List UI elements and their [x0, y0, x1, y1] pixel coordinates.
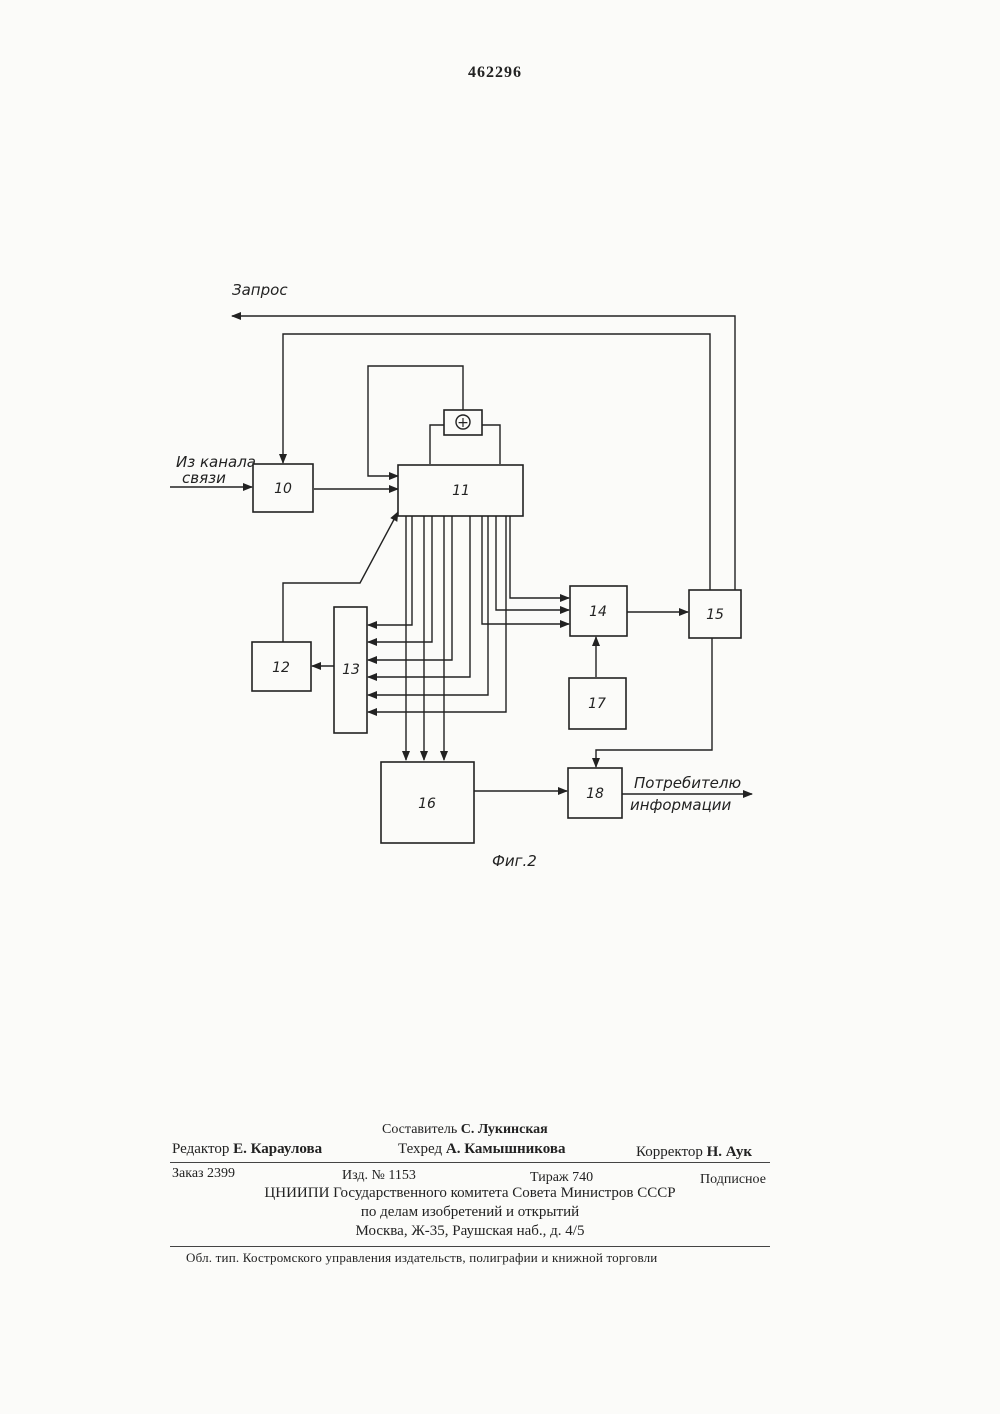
compiler-line: Составитель С. Лукинская [382, 1122, 548, 1138]
block-12-label: 12 [272, 660, 290, 676]
block-14-label: 14 [589, 604, 607, 620]
compiler-label: Составитель [382, 1122, 457, 1137]
corrector-line: Корректор Н. Аук [636, 1144, 752, 1161]
to-consumer-label-1: Потребителю [634, 774, 741, 792]
print-run: Тираж 740 [530, 1170, 593, 1186]
block-16-label: 16 [418, 796, 436, 812]
line-11-to-xor-a [430, 425, 444, 464]
block-17-label: 17 [588, 696, 606, 712]
org-line-1: ЦНИИПИ Государственного комитета Совета … [170, 1185, 770, 1202]
imprint-rule-bottom [170, 1246, 770, 1247]
corrector-label: Корректор [636, 1144, 703, 1160]
line-11-to-13-b [368, 516, 432, 642]
editor-name: Е. Караулова [233, 1141, 322, 1157]
techred-label: Техред [398, 1141, 442, 1157]
block-11-label: 11 [452, 483, 470, 499]
to-consumer-label-2: информации [630, 796, 732, 814]
xor-symbol: + [457, 415, 469, 431]
org-line-2: по делам изобретений и открытий [170, 1204, 770, 1221]
editor-line: Редактор Е. Караулова [172, 1141, 322, 1158]
from-channel-label-2: связи [182, 469, 226, 487]
request-line [232, 316, 735, 590]
line-11-to-13-f [368, 516, 506, 712]
line-11-to-13-c [368, 516, 452, 660]
org-line-3: Москва, Ж-35, Раушская наб., д. 4/5 [170, 1223, 770, 1240]
corrector-name: Н. Аук [707, 1144, 752, 1160]
block-18-label: 18 [586, 786, 604, 802]
printer-line: Обл. тип. Костромского управления издате… [186, 1250, 657, 1266]
request-label: Запрос [232, 281, 288, 299]
line-11-to-14-a [510, 516, 569, 598]
block-10-label: 10 [274, 481, 292, 497]
techred-name: А. Камышникова [446, 1141, 566, 1157]
line-11-to-14-c [482, 516, 569, 624]
order-number: Заказ 2399 [172, 1166, 235, 1182]
compiler-name: С. Лукинская [461, 1122, 548, 1137]
line-11-to-14-b [496, 516, 569, 610]
figure-caption: Фиг.2 [492, 852, 537, 870]
block-diagram: Запрос Из канала связи Потребителю инфор… [0, 0, 1000, 900]
imprint-rule-top [170, 1162, 770, 1163]
edition-number: Изд. № 1153 [342, 1168, 416, 1184]
block-15-label: 15 [706, 607, 724, 623]
block-13-label: 13 [342, 662, 360, 678]
editor-label: Редактор [172, 1141, 229, 1157]
techred-line: Техред А. Камышникова [398, 1141, 565, 1158]
line-11-to-xor-b [482, 425, 500, 464]
